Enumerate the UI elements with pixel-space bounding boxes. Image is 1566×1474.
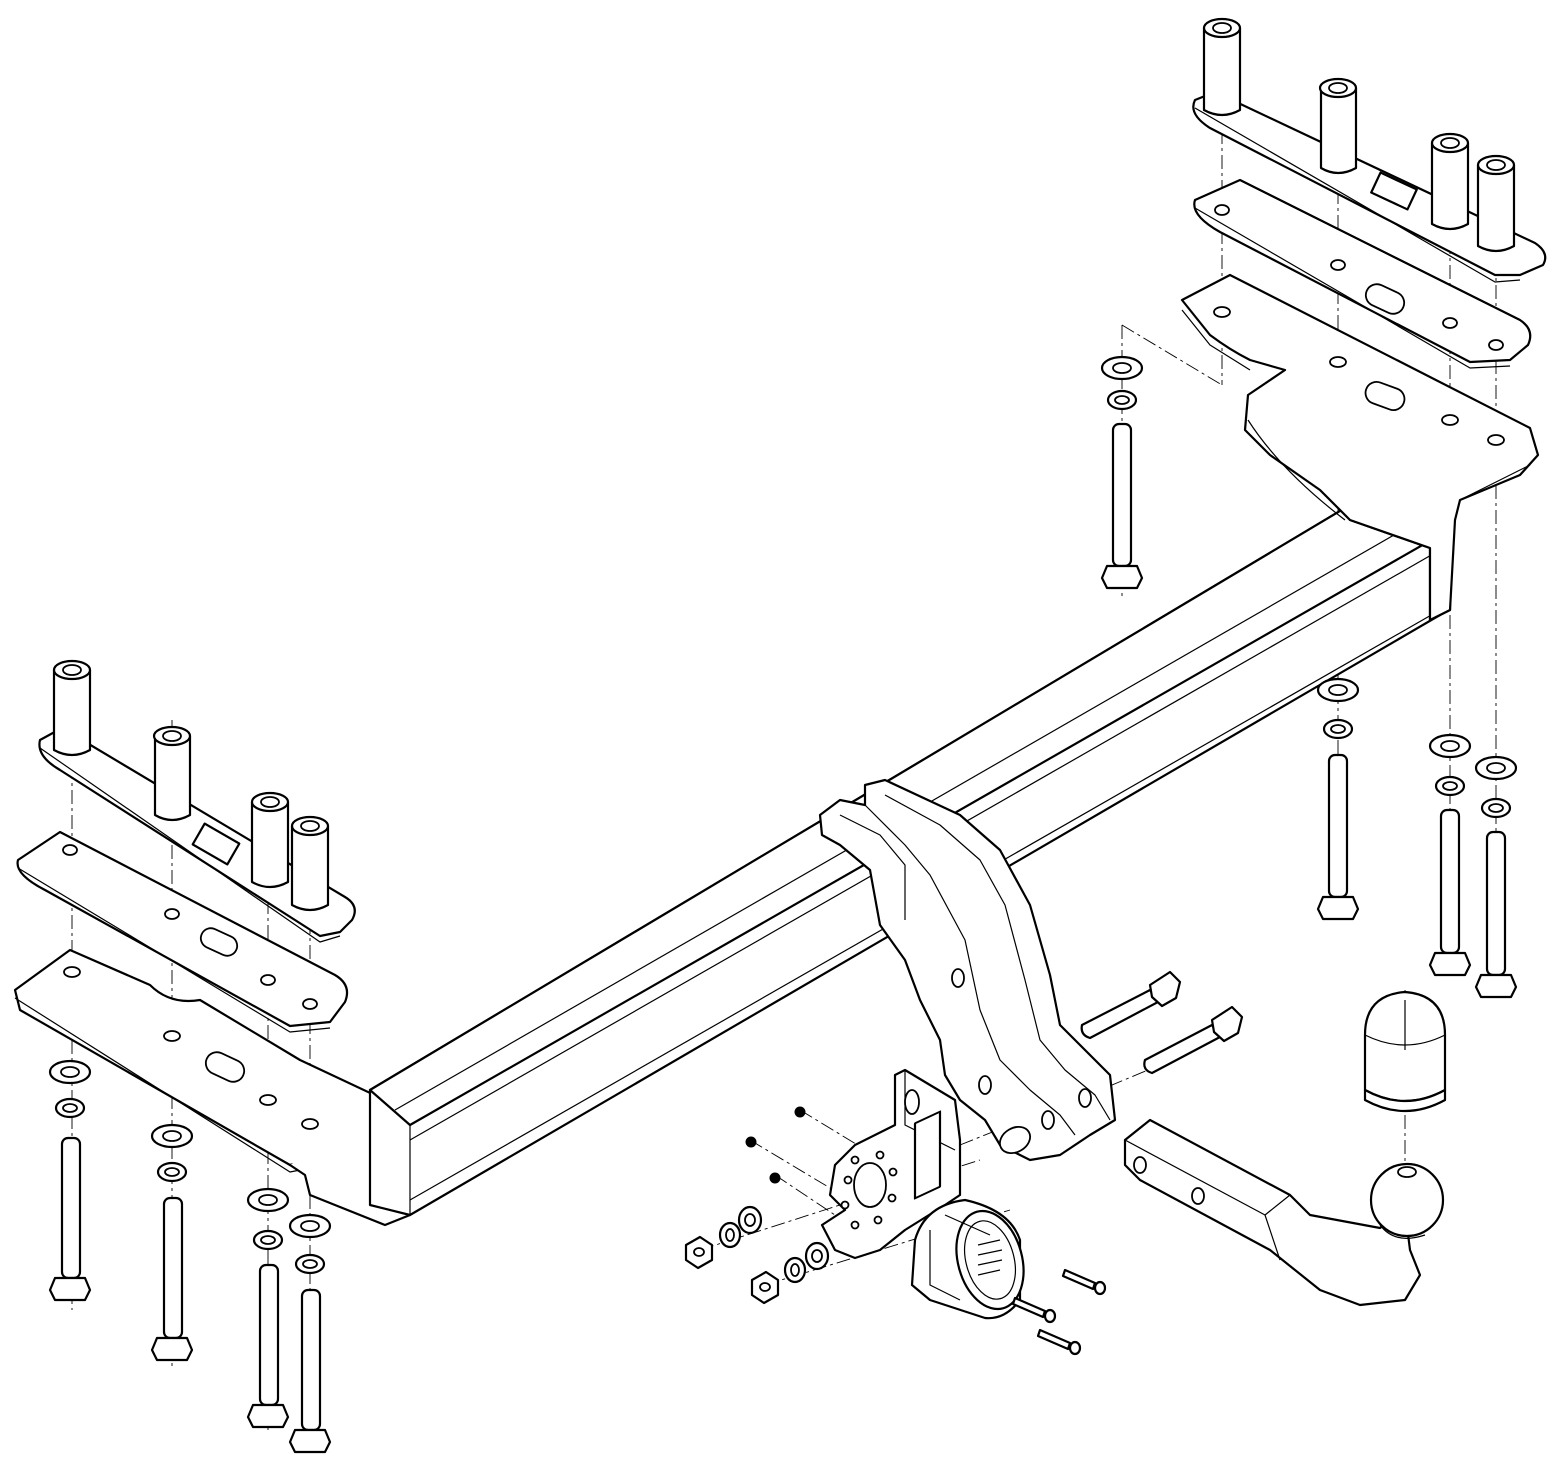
washer bbox=[1480, 797, 1512, 819]
screw bbox=[1011, 1296, 1057, 1324]
right-fasteners bbox=[1100, 355, 1518, 999]
washer bbox=[718, 1221, 742, 1249]
center-mount-bracket bbox=[818, 778, 1117, 1162]
socket-fasteners bbox=[684, 1106, 830, 1305]
nut bbox=[684, 1235, 714, 1270]
washer bbox=[1428, 733, 1472, 759]
bolt bbox=[1100, 422, 1144, 590]
washer bbox=[288, 1213, 332, 1239]
washer bbox=[48, 1059, 92, 1085]
left-spacer-plate bbox=[16, 830, 349, 1033]
washer bbox=[252, 1229, 284, 1251]
washer bbox=[804, 1241, 830, 1271]
washer bbox=[1474, 755, 1518, 781]
washer bbox=[1100, 355, 1144, 381]
bolt bbox=[150, 1196, 194, 1362]
left-studs bbox=[52, 659, 330, 912]
washer bbox=[156, 1161, 188, 1183]
electrical-socket bbox=[910, 1198, 1025, 1320]
bolt bbox=[1316, 753, 1360, 921]
bolt bbox=[1428, 808, 1472, 977]
washer bbox=[294, 1253, 326, 1275]
nut bbox=[750, 1270, 780, 1305]
tow-ball-cover bbox=[1363, 990, 1447, 1113]
bolt bbox=[288, 1288, 332, 1454]
washer bbox=[737, 1205, 763, 1235]
washer bbox=[246, 1187, 290, 1213]
washer bbox=[783, 1256, 807, 1284]
bolt bbox=[246, 1263, 290, 1429]
screw bbox=[1036, 1328, 1082, 1356]
tow-ball-neck bbox=[1123, 1118, 1445, 1307]
right-side-bracket bbox=[1180, 273, 1540, 622]
washer bbox=[1434, 775, 1466, 797]
washer bbox=[150, 1123, 194, 1149]
washer bbox=[1316, 677, 1360, 703]
washer bbox=[54, 1097, 86, 1119]
washer bbox=[1106, 389, 1138, 411]
bolt bbox=[1080, 970, 1182, 1040]
left-backing-plate bbox=[38, 659, 356, 943]
left-fasteners bbox=[48, 1059, 332, 1454]
washer bbox=[1322, 718, 1354, 740]
tow-ball bbox=[1369, 1162, 1445, 1239]
bolt bbox=[1143, 1005, 1244, 1075]
socket-screws bbox=[1011, 1268, 1107, 1356]
right-studs bbox=[1202, 17, 1516, 253]
bolt bbox=[1474, 830, 1518, 999]
tow-ball-bolts bbox=[1080, 970, 1244, 1075]
bolt bbox=[48, 1136, 92, 1302]
right-spacer-plate bbox=[1193, 178, 1532, 369]
right-backing-plate bbox=[1192, 17, 1547, 283]
screw bbox=[1061, 1268, 1107, 1296]
socket-mounting-plate bbox=[820, 1068, 962, 1260]
